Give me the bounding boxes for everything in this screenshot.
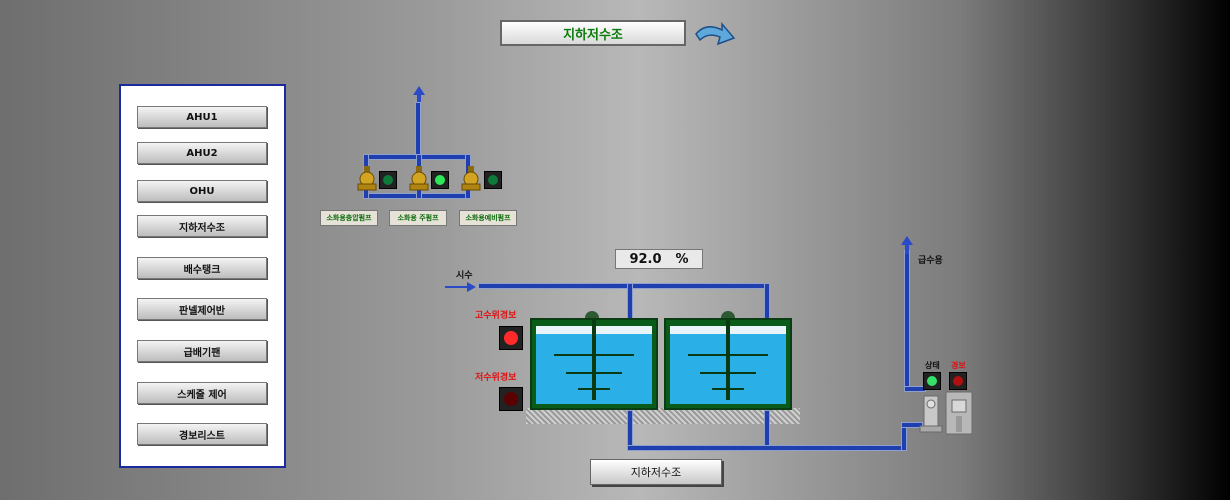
tank-level-unit: % — [675, 251, 689, 267]
pump-status-indicator — [484, 171, 502, 189]
pump-label-standby: 소화용예비펌프 — [459, 210, 517, 226]
inlet-drop-pipe-1 — [627, 283, 633, 319]
outlet-header-pipe — [627, 445, 907, 451]
nav-button-supply-exhaust-fan[interactable]: 급배기팬 — [137, 340, 267, 362]
supply-status-indicator — [923, 372, 941, 390]
footer-title: 지하저수조 — [590, 459, 722, 485]
mixer-icon — [688, 320, 768, 400]
outlet-pipe-2 — [764, 410, 770, 450]
pump-status-indicator — [431, 171, 449, 189]
supply-alarm-lamp — [953, 376, 963, 386]
supply-up-arrow-icon — [901, 236, 913, 254]
tank-foundation — [526, 408, 800, 424]
pump-status-lamp — [488, 175, 498, 185]
pump-status-lamp — [383, 175, 393, 185]
inlet-label: 시수 — [456, 271, 473, 281]
outlet-pipe-1 — [627, 410, 633, 450]
water-tank-left — [530, 318, 658, 410]
supply-status-label: 상태 — [925, 361, 940, 370]
nav-button-ahu1[interactable]: AHU1 — [137, 106, 267, 128]
nav-button-schedule-control[interactable]: 스케줄 제어 — [137, 382, 267, 404]
supply-riser-pipe — [904, 250, 910, 390]
outlet-pump-pipe — [901, 422, 923, 428]
tank-level-value: 92.0 — [629, 251, 662, 267]
pump-label-main: 소화용 주펌프 — [389, 210, 447, 226]
low-level-alarm-indicator — [499, 387, 523, 411]
water-tank-right — [664, 318, 792, 410]
tank-hatch — [721, 311, 735, 318]
nav-button-ohu[interactable]: OHU — [137, 180, 267, 202]
high-level-alarm-lamp — [504, 331, 518, 345]
fire-pump-icon[interactable] — [460, 166, 482, 192]
tank-hatch — [585, 311, 599, 318]
page-title: 지하저수조 — [500, 20, 686, 46]
inlet-arrow-icon — [445, 282, 476, 292]
pump-label-jockey: 소화용충압펌프 — [320, 210, 378, 226]
low-level-alarm-label: 저수위경보 — [475, 373, 517, 383]
supply-label: 급수용 — [918, 256, 943, 266]
nav-button-underground-tank[interactable]: 지하저수조 — [137, 215, 267, 237]
fire-pump-icon[interactable] — [356, 166, 378, 192]
high-level-alarm-label: 고수위경보 — [475, 311, 517, 321]
mixer-icon — [554, 320, 634, 400]
low-level-alarm-lamp — [504, 392, 518, 406]
high-level-alarm-indicator — [499, 326, 523, 350]
inlet-pipe — [478, 283, 770, 289]
pump-status-lamp — [435, 175, 445, 185]
nav-panel: AHU1 AHU2 OHU 지하저수조 배수탱크 판넬제어반 급배기팬 스케줄 … — [119, 84, 286, 468]
nav-button-ahu2[interactable]: AHU2 — [137, 142, 267, 164]
pump-status-indicator — [379, 171, 397, 189]
supply-status-lamp — [927, 376, 937, 386]
booster-pump-icon[interactable] — [918, 390, 976, 436]
supply-alarm-indicator — [949, 372, 967, 390]
nav-button-drain-tank[interactable]: 배수탱크 — [137, 257, 267, 279]
fire-pump-icon[interactable] — [408, 166, 430, 192]
up-arrow-icon — [413, 86, 425, 104]
nav-button-panel-control[interactable]: 판넬제어반 — [137, 298, 267, 320]
back-arrow-icon[interactable] — [692, 20, 736, 48]
nav-button-alarm-list[interactable]: 경보리스트 — [137, 423, 267, 445]
inlet-drop-pipe-2 — [764, 283, 770, 319]
supply-alarm-label: 경보 — [951, 361, 966, 370]
pump-outlet-pipe — [415, 102, 421, 158]
tank-level-display: 92.0 % — [615, 249, 703, 269]
